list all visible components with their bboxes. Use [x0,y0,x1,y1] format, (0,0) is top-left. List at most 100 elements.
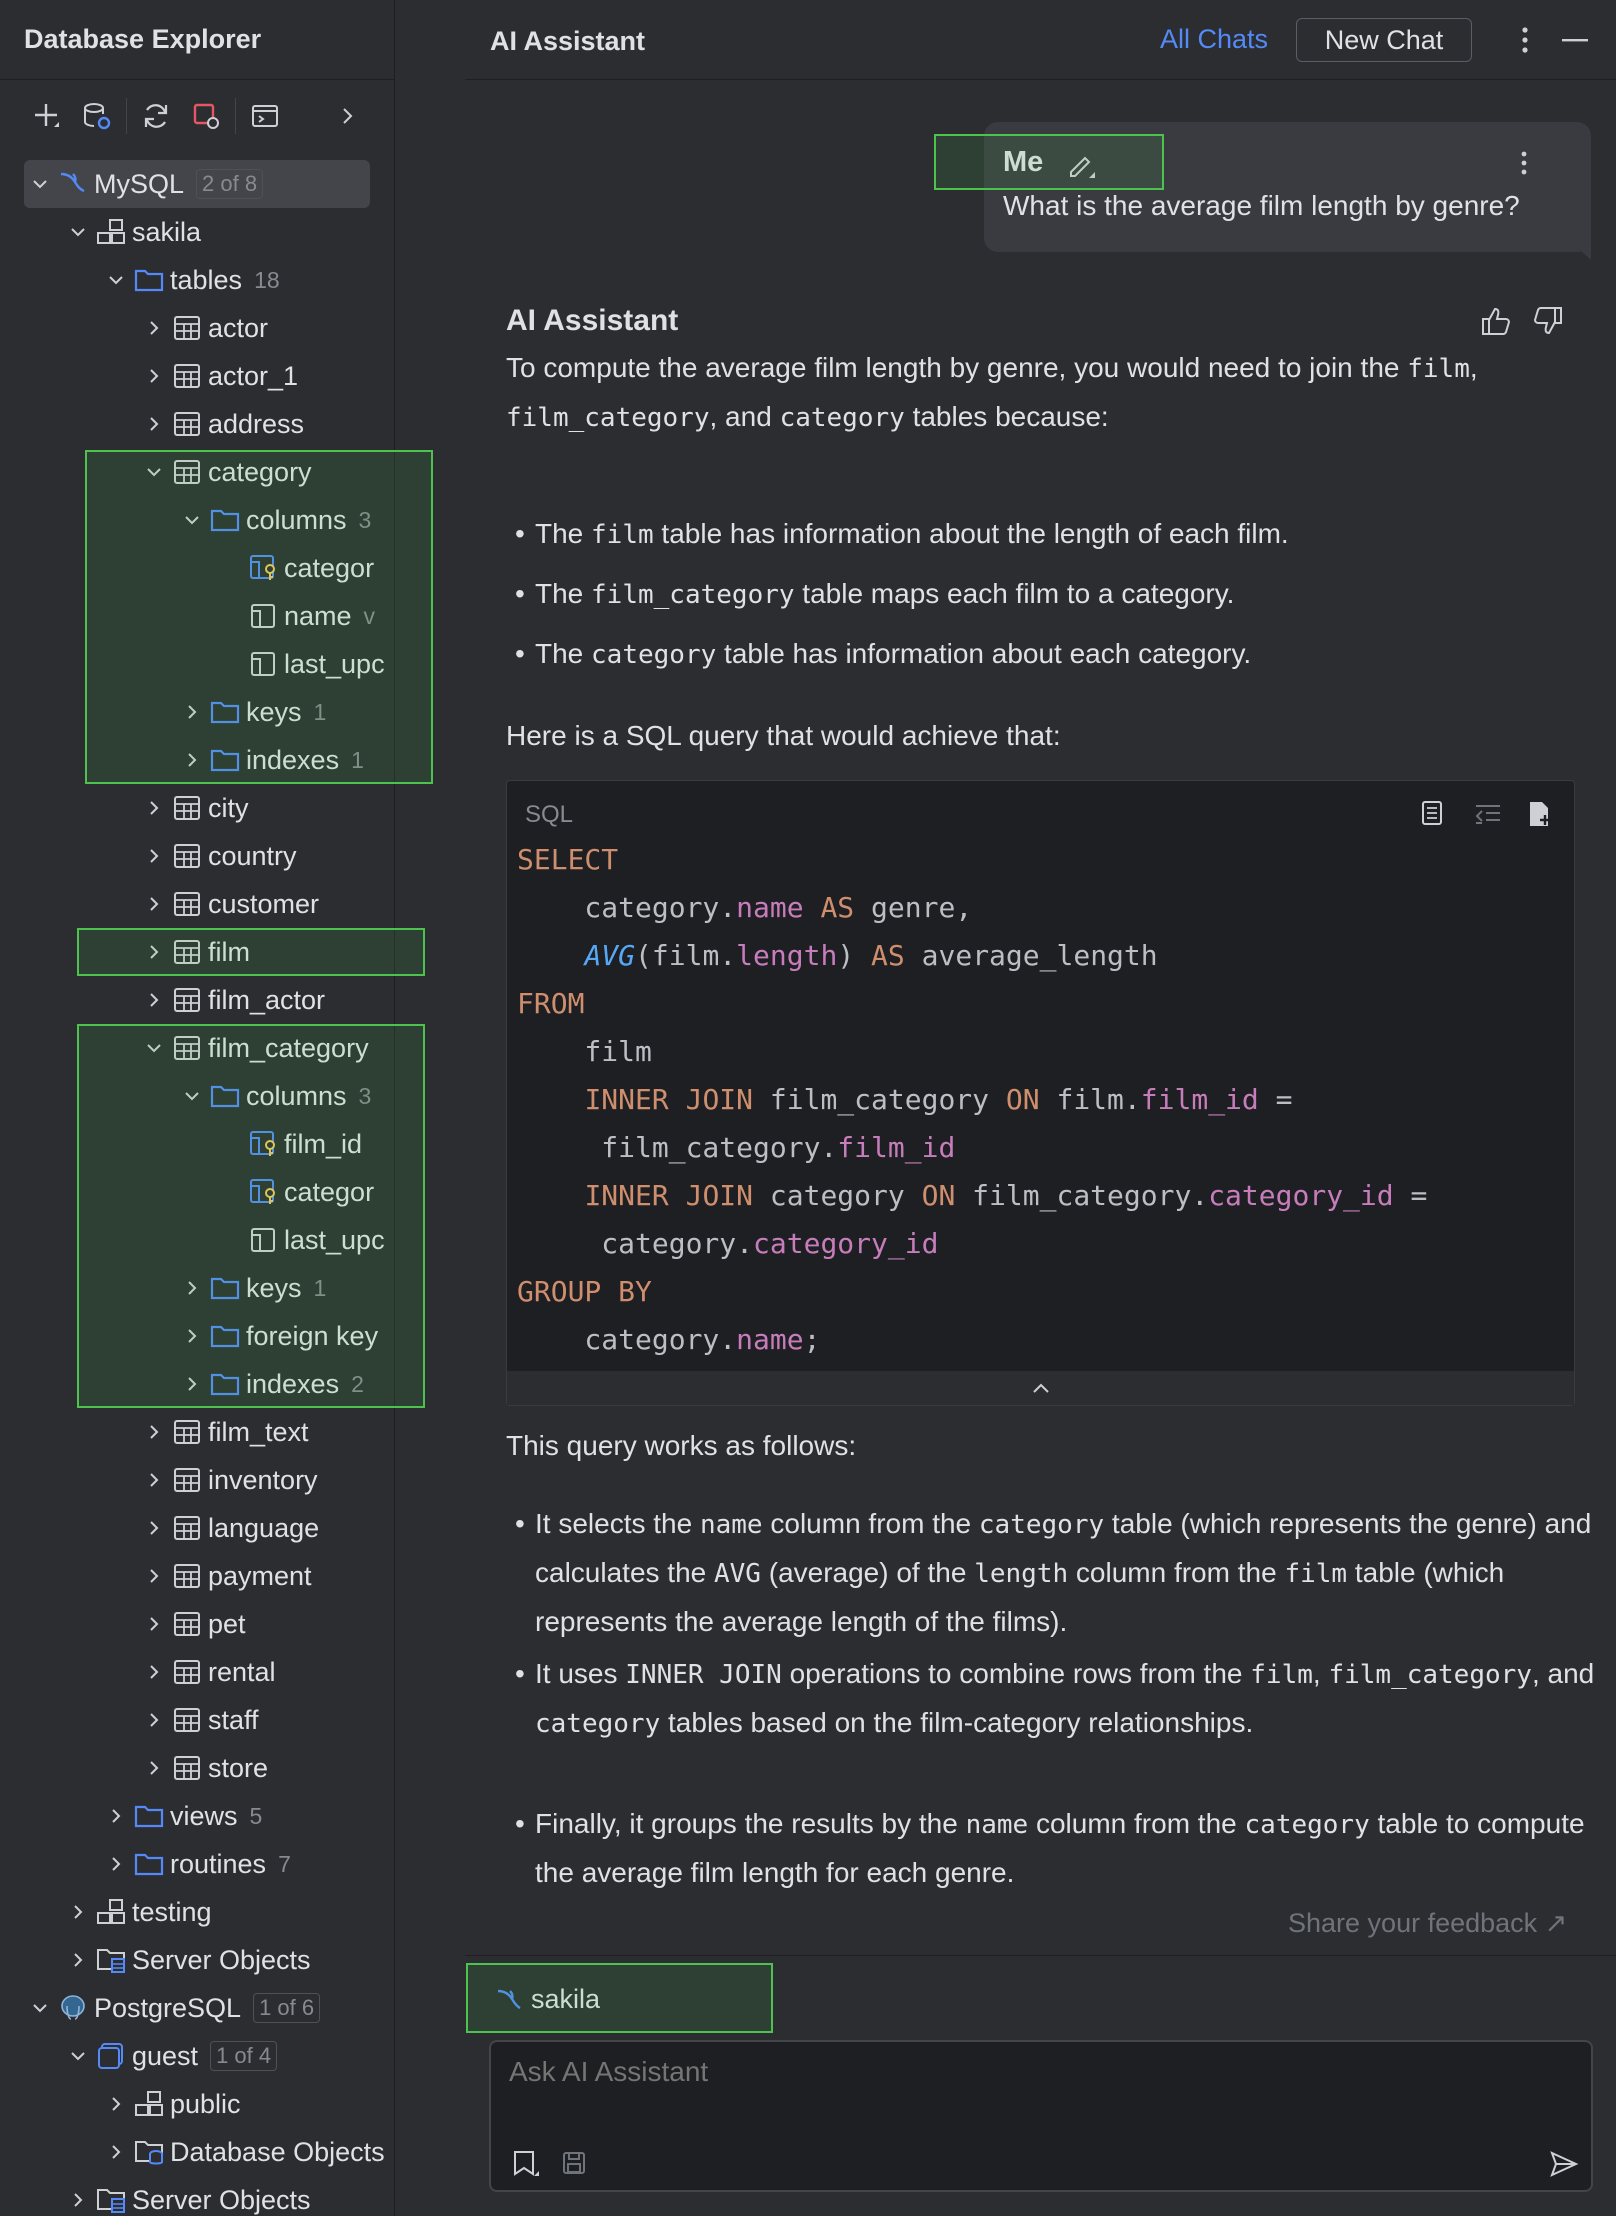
edit-message-icon[interactable] [1065,148,1099,187]
tree-row-film-text[interactable]: film_text [0,1408,395,1456]
all-chats-link[interactable]: All Chats [1160,24,1269,54]
add-icon[interactable] [22,91,72,141]
attach-context-icon[interactable] [511,2148,541,2183]
chevron-right-icon[interactable] [178,1264,206,1312]
chevron-right-icon[interactable] [140,1504,168,1552]
tree-row-customer[interactable]: customer [0,880,395,928]
refresh-icon[interactable] [131,91,181,141]
copy-code-icon[interactable] [1419,799,1449,834]
chevron-down-icon[interactable] [26,160,54,208]
tree-row-store[interactable]: store [0,1744,395,1792]
chevron-right-icon[interactable] [102,1792,130,1840]
more-options-icon[interactable] [1510,22,1540,58]
chevron-down-icon[interactable] [178,1072,206,1120]
chevron-down-icon[interactable] [178,496,206,544]
chevron-right-icon[interactable] [140,1744,168,1792]
chevron-right-icon[interactable] [140,784,168,832]
tree-row-categor[interactable]: categor [0,544,395,592]
tree-row-pet[interactable]: pet [0,1600,395,1648]
ask-input-box[interactable] [489,2040,1593,2192]
save-prompt-icon[interactable] [561,2150,587,2181]
chevron-right-icon[interactable] [140,352,168,400]
tree-row-city[interactable]: city [0,784,395,832]
tree-row-database-objects[interactable]: Database Objects [0,2128,395,2176]
tree-row-server-objects[interactable]: Server Objects [0,1936,395,1984]
tree-row-film[interactable]: film [0,928,395,976]
chevron-right-icon[interactable] [140,400,168,448]
chevron-right-icon[interactable] [178,688,206,736]
tree-row-actor[interactable]: actor [0,304,395,352]
tree-row-public[interactable]: public [0,2080,395,2128]
send-icon[interactable] [1549,2150,1579,2183]
thumbs-down-icon[interactable] [1532,306,1564,341]
collapse-code-button[interactable] [507,1371,1574,1405]
message-options-icon[interactable] [1520,150,1528,181]
tree-row-categor[interactable]: categor [0,1168,395,1216]
query-console-icon[interactable] [240,91,290,141]
insert-snippet-icon[interactable] [1473,799,1503,834]
ask-ai-input[interactable] [509,2056,1509,2088]
chevron-right-icon[interactable] [322,91,372,141]
chevron-right-icon[interactable] [102,2128,130,2176]
tree-row-film-id[interactable]: film_id [0,1120,395,1168]
chevron-right-icon[interactable] [140,1456,168,1504]
tree-row-server-objects[interactable]: Server Objects [0,2176,395,2216]
disconnect-icon[interactable] [181,91,231,141]
tree-row-actor-1[interactable]: actor_1 [0,352,395,400]
tree-row-foreign-key[interactable]: foreign key [0,1312,395,1360]
chevron-right-icon[interactable] [140,928,168,976]
share-feedback-link[interactable]: Share your feedback ↗ [1288,1908,1568,1938]
minimize-icon[interactable] [1557,22,1593,58]
chevron-down-icon[interactable] [102,256,130,304]
chevron-right-icon[interactable] [140,1696,168,1744]
context-chip[interactable]: sakila [495,1984,600,2015]
chevron-right-icon[interactable] [140,832,168,880]
chevron-right-icon[interactable] [140,1600,168,1648]
chevron-right-icon[interactable] [102,2080,130,2128]
chevron-right-icon[interactable] [178,1312,206,1360]
new-chat-button[interactable]: New Chat [1296,18,1472,62]
tree-row-testing[interactable]: testing [0,1888,395,1936]
tree-row-rental[interactable]: rental [0,1648,395,1696]
chevron-down-icon[interactable] [140,448,168,496]
chevron-down-icon[interactable] [140,1024,168,1072]
tree-row-last-upc[interactable]: last_upc [0,1216,395,1264]
tree-row-country[interactable]: country [0,832,395,880]
tree-row-film-category[interactable]: film_category [0,1024,395,1072]
chevron-right-icon[interactable] [140,880,168,928]
chevron-right-icon[interactable] [102,1840,130,1888]
tree-row-staff[interactable]: staff [0,1696,395,1744]
chevron-right-icon[interactable] [140,1552,168,1600]
chevron-right-icon[interactable] [64,2176,92,2216]
tree-row-language[interactable]: language [0,1504,395,1552]
tree-row-last-upc[interactable]: last_upc [0,640,395,688]
chevron-right-icon[interactable] [140,1408,168,1456]
thumbs-up-icon[interactable] [1480,306,1512,341]
sql-code-block[interactable]: SQL SELECT category.name AS genre, AVG(f… [506,780,1575,1406]
chevron-down-icon[interactable] [64,208,92,256]
chevron-down-icon[interactable] [64,2032,92,2080]
chevron-right-icon[interactable] [140,304,168,352]
chevron-right-icon[interactable] [178,736,206,784]
chevron-right-icon[interactable] [64,1936,92,1984]
tree-row-category[interactable]: category [0,448,395,496]
chevron-right-icon[interactable] [140,1648,168,1696]
chevron-right-icon[interactable] [178,1360,206,1408]
chevron-right-icon[interactable] [64,1888,92,1936]
data-source-properties-icon[interactable] [72,91,122,141]
chevron-down-icon[interactable] [26,1984,54,2032]
tree-row-inventory[interactable]: inventory [0,1456,395,1504]
tree-row-sakila[interactable]: sakila [0,208,395,256]
